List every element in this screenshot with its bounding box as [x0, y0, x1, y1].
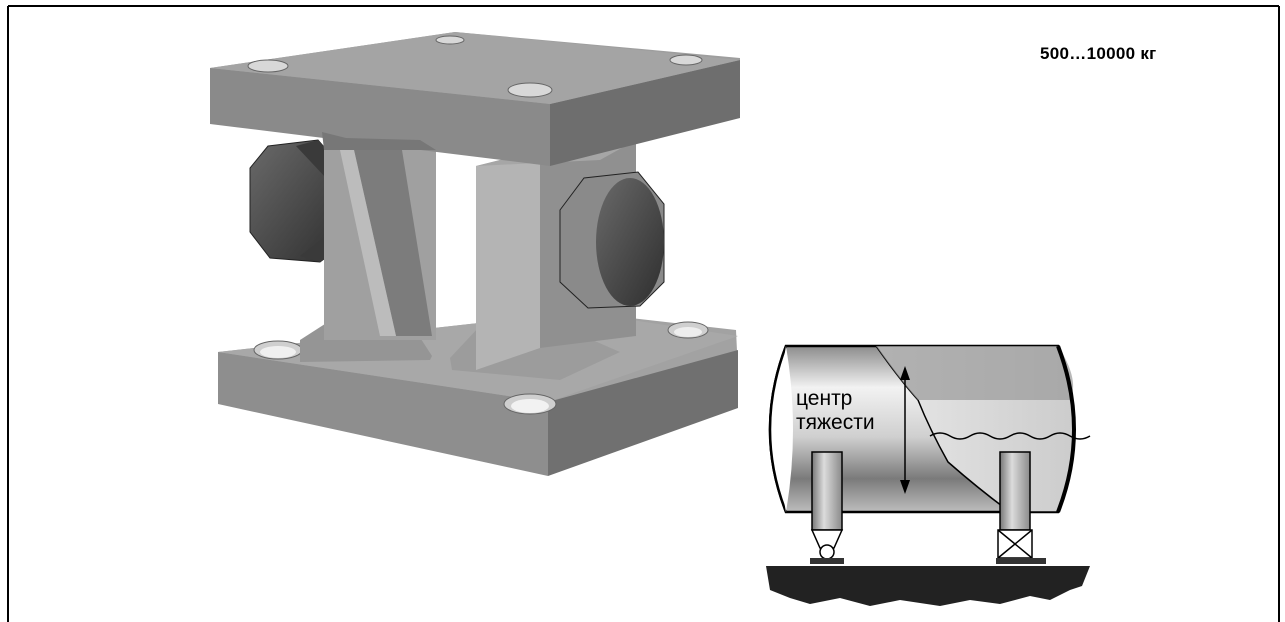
cg-arrow — [900, 366, 910, 494]
cg-label-line1: центр — [796, 387, 853, 410]
left-support-leg — [810, 451, 844, 564]
liquid-surface — [929, 432, 1091, 440]
top-plate — [210, 32, 740, 166]
cg-label-line2: тяжести — [796, 411, 875, 434]
ground — [766, 566, 1090, 606]
left-pillar — [324, 150, 436, 340]
right-support-leg — [996, 451, 1046, 564]
tank-diagram — [766, 344, 1091, 606]
page-frame — [7, 5, 1280, 622]
right-bolt — [559, 171, 665, 309]
load-cell-mount — [210, 32, 740, 476]
capacity-label: 500…10000 кг — [1040, 44, 1157, 63]
